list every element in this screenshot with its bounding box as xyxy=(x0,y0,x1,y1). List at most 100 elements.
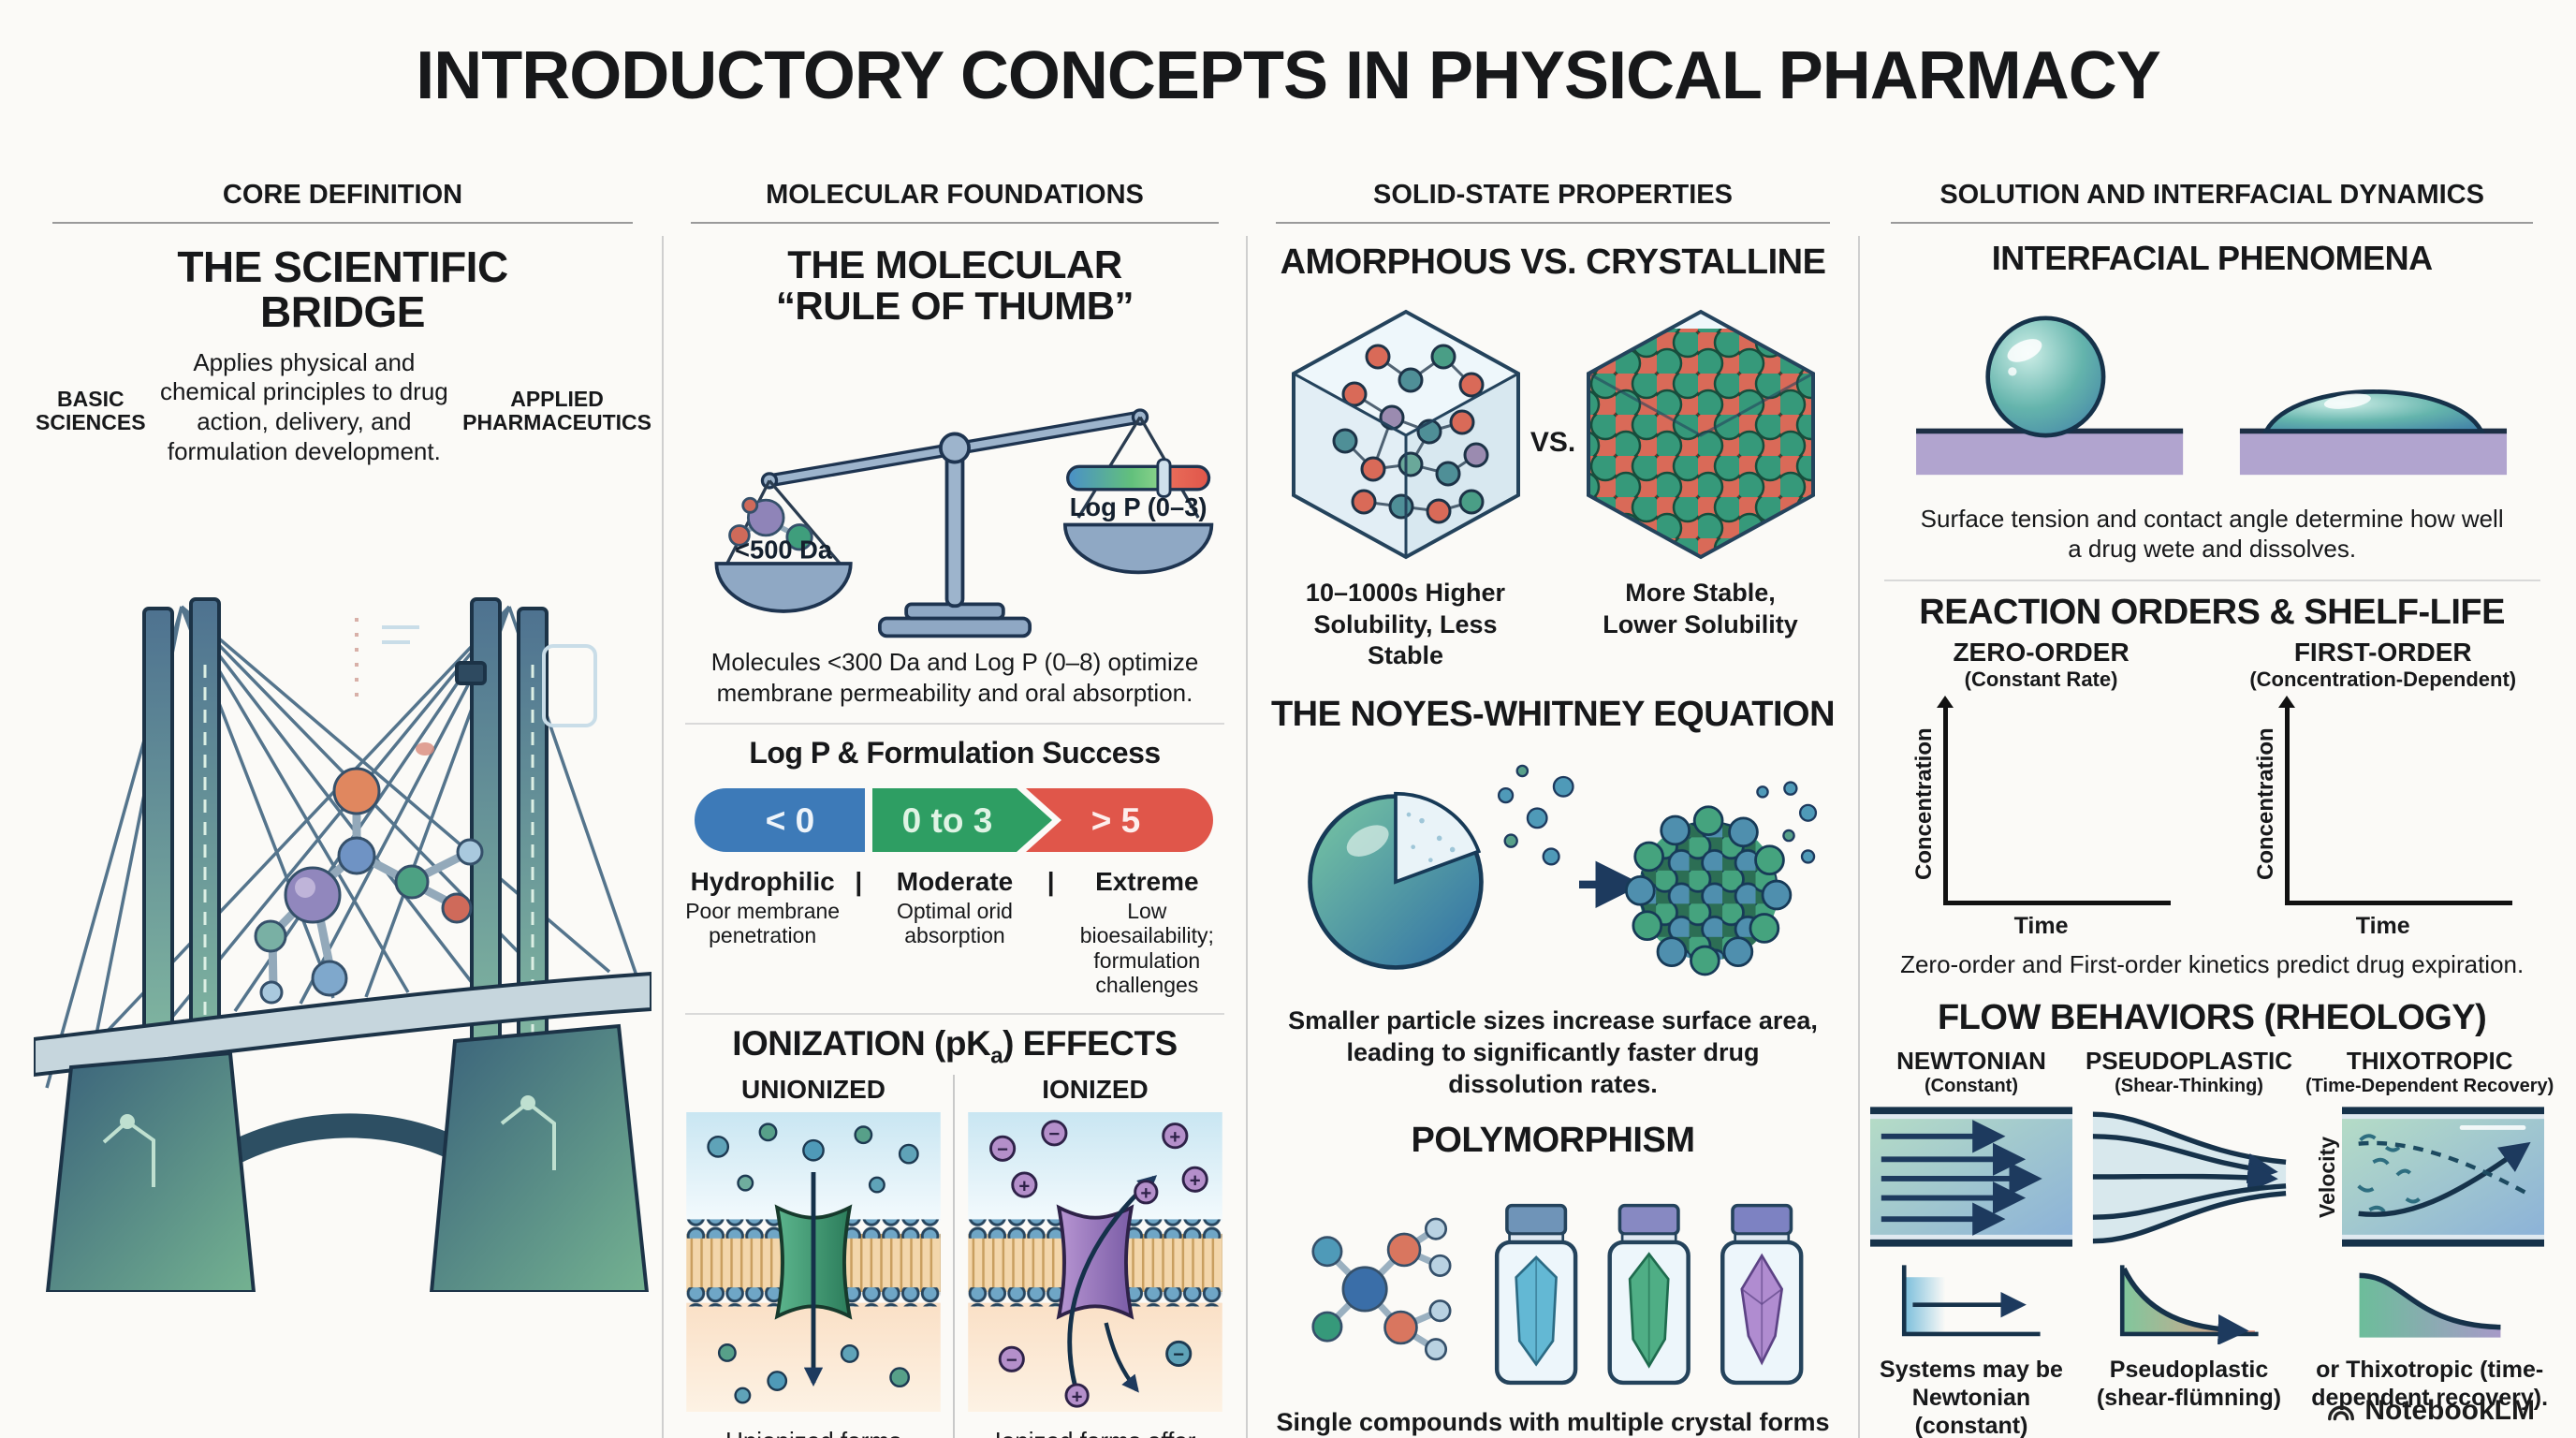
vial-blue xyxy=(1494,1204,1578,1386)
page-title: INTRODUCTORY CONCEPTS IN PHYSICAL PHARMA… xyxy=(416,38,2161,113)
section-divider xyxy=(1883,579,2540,581)
rule-of-thumb-title: THE MOLECULAR “RULE OF THUMB” xyxy=(775,242,1134,329)
logp-title: Log P & Formulation Success xyxy=(749,736,1161,770)
x-axis-label: Time xyxy=(2355,912,2410,939)
floating-doodles xyxy=(355,618,597,756)
zero-order-chart: ZERO-ORDER (Constant Rate) Concentration… xyxy=(1870,638,2212,940)
basic-sciences-label: BASIC SCIENCES xyxy=(36,386,146,434)
dissolved-particles-left xyxy=(1497,764,1574,866)
section-divider xyxy=(685,1012,1224,1015)
header-rule xyxy=(1275,222,1831,224)
amorphous-caption: 10–1000s Higher Solubility, Less Stable xyxy=(1305,578,1506,670)
separator: | xyxy=(1046,866,1055,896)
negative-ion: − xyxy=(1048,1124,1060,1145)
interfacial-caption: Surface tension and contact angle determ… xyxy=(1920,504,2504,564)
velocity-label: Velocity xyxy=(2315,1136,2340,1218)
columns-board: CORE DEFINITION THE SCIENTIFIC BRIDGE BA… xyxy=(34,174,2554,1438)
core-description: Applies physical and chemical principles… xyxy=(159,347,448,465)
positive-ion: + xyxy=(1018,1176,1030,1196)
separator: | xyxy=(855,866,863,896)
column-divider xyxy=(1246,236,1248,1438)
pseudoplastic-mini-graph xyxy=(2119,1265,2259,1345)
high-contact-angle-droplet xyxy=(1985,315,2106,438)
logp-segment-moderate xyxy=(872,787,1052,852)
rule-of-thumb-caption: Molecules <300 Da and Log P (0–8) optimi… xyxy=(710,648,1199,707)
first-order-axes xyxy=(2278,696,2513,906)
neutral-molecules xyxy=(707,1123,919,1194)
logp-range-3: > 5 xyxy=(1091,801,1140,840)
logp-moderate-cell: Moderate Optimal orid absorption xyxy=(896,866,1014,948)
crystalline-caption: More Stable, Lower Solubility xyxy=(1603,578,1798,638)
breakdown-dashed-path xyxy=(2358,1140,2532,1197)
bridge-molecule xyxy=(254,767,484,1005)
ionized-panel: IONIZED − − + + xyxy=(955,1075,1236,1438)
solid-state-header: SOLID-STATE PROPERTIES xyxy=(1372,180,1733,210)
bridge-piers xyxy=(45,1024,650,1293)
column-divider xyxy=(1858,236,1860,1438)
surface-right xyxy=(2240,431,2508,475)
ionization-title: IONIZATION (pKa) EFFECTS xyxy=(732,1023,1178,1068)
core-header: CORE DEFINITION xyxy=(222,180,463,210)
polymorph-molecule xyxy=(1311,1217,1452,1361)
y-axis-label: Concentration xyxy=(2253,727,2279,881)
column-solid-state: SOLID-STATE PROPERTIES AMORPHOUS VS. CRY… xyxy=(1258,174,1860,1438)
thixotropic-panel: THIXOTROPIC (Time-Dependent Recovery) Ve… xyxy=(2305,1047,2554,1412)
unionized-caption: Unionized forms cross membranes easily xyxy=(696,1427,930,1438)
logp-segment-hydrophilic xyxy=(695,787,865,852)
scale-left-pan: <500 Da xyxy=(714,479,853,614)
negative-ion: − xyxy=(997,1140,1008,1161)
scale-frame xyxy=(760,408,1149,638)
y-axis-label: Concentration xyxy=(1911,727,1938,881)
column-core-definition: CORE DEFINITION THE SCIENTIFIC BRIDGE BA… xyxy=(34,174,664,1438)
column-solution-interfacial: SOLUTION AND INTERFACIAL DYNAMICS INTERF… xyxy=(1870,174,2554,1438)
balance-scale-illustration: <500 Da Log P (0–3) xyxy=(714,408,1214,638)
molecular-header: MOLECULAR FOUNDATIONS xyxy=(766,180,1144,210)
core-description-row: BASIC SCIENCES Applies physical and chem… xyxy=(34,348,651,467)
core-title: THE SCIENTIFIC BRIDGE xyxy=(177,242,508,337)
cube-captions: 10–1000s Higher Solubility, Less Stable … xyxy=(1258,578,1848,672)
vs-label: VS. xyxy=(1530,426,1576,458)
ion-particles-bottom: − − + xyxy=(998,1340,1193,1408)
surface-left xyxy=(1916,431,2184,475)
newtonian-mini-graph xyxy=(1901,1265,2041,1337)
solution-header: SOLUTION AND INTERFACIAL DYNAMICS xyxy=(1939,180,2484,210)
bottom-arrow xyxy=(1104,1322,1139,1393)
logp-segment-extreme xyxy=(1026,787,1213,852)
dissolved-particles-right xyxy=(1756,781,1818,864)
negative-ion: − xyxy=(1173,1345,1184,1366)
right-pan-label: Log P (0–3) xyxy=(1070,492,1208,521)
unionized-title: UNIONIZED xyxy=(741,1075,886,1105)
column-divider xyxy=(662,236,664,1438)
amorphous-cube-illustration xyxy=(1291,309,1520,560)
applied-pharmaceutics-label: APPLIED PHARMACEUTICS xyxy=(462,386,651,434)
logp-range-1: < 0 xyxy=(766,801,814,840)
zero-order-axes xyxy=(1937,696,2172,906)
x-axis-label: Time xyxy=(2013,912,2069,939)
kinetics-charts: ZERO-ORDER (Constant Rate) Concentration… xyxy=(1870,638,2554,940)
logp-range-2: 0 to 3 xyxy=(902,801,993,840)
pseudoplastic-flow-illustration xyxy=(2092,1111,2286,1244)
left-pan-label: <500 Da xyxy=(735,536,833,565)
cubes-row: VS. xyxy=(1258,291,1848,572)
header-rule xyxy=(691,222,1219,224)
newtonian-caption: Systems may be Newtonian (constant) xyxy=(1880,1357,2063,1438)
interfacial-title: INTERFACIAL PHENOMENA xyxy=(1991,239,2433,277)
logp-extreme-cell: Extreme Low bioesailability; formulation… xyxy=(1079,866,1214,998)
polymorphism-illustration xyxy=(1311,1204,1804,1386)
logp-hydrophilic-cell: Hydrophilic Poor membrane penetration xyxy=(685,866,841,948)
header-rule xyxy=(1890,222,2534,224)
ionized-membrane-illustration: − − + + + + − − + xyxy=(968,1112,1222,1413)
negative-ion: − xyxy=(1006,1351,1017,1372)
parallel-flow-arrows xyxy=(1881,1120,2042,1236)
noyes-whitney-title: THE NOYES-WHITNEY EQUATION xyxy=(1270,695,1836,735)
ion-particles-top: − − + + + + xyxy=(989,1120,1208,1205)
logp-gradient-capsule xyxy=(1066,464,1211,492)
ionized-caption: Ionized forms offer higher water solubil… xyxy=(978,1427,1212,1438)
positive-ion: + xyxy=(1169,1127,1180,1148)
pseudoplastic-panel: PSEUDOPLASTIC (Shear-Thinking) xyxy=(2086,1047,2293,1412)
kinetics-caption: Zero-order and First-order kinetics pred… xyxy=(1900,949,2525,978)
reaction-orders-title: REACTION ORDERS & SHELF-LIFE xyxy=(1919,592,2505,632)
scientific-bridge-illustration xyxy=(34,597,651,1293)
contact-angle-illustration xyxy=(1916,315,2508,475)
notebooklm-logo-icon xyxy=(2328,1405,2355,1421)
